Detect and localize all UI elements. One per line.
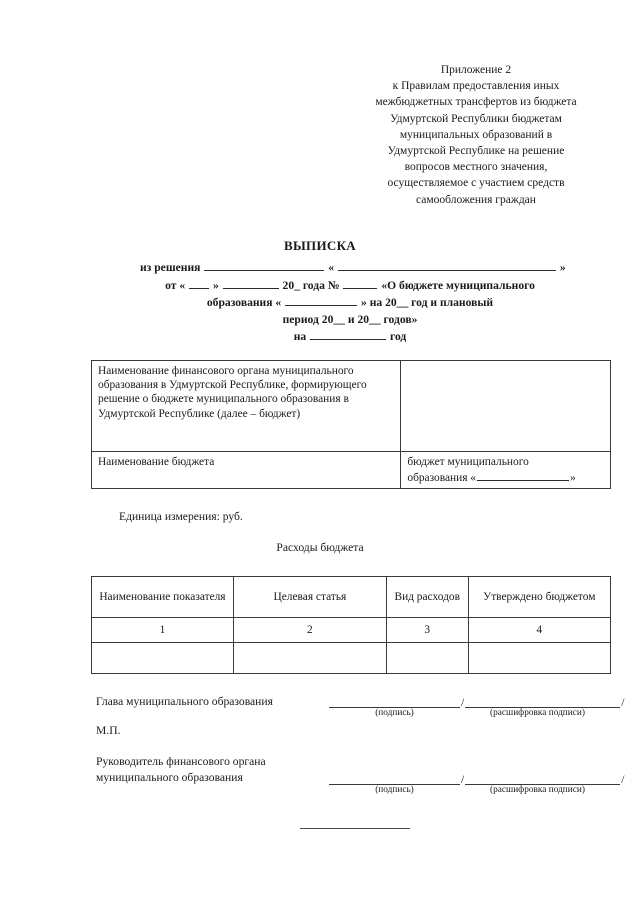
title-line-2-a: от « [165,278,186,292]
signature-finance-slash: / [461,773,465,786]
title-line-1-quote-close: » [559,261,566,274]
appendix-header: Приложение 2 к Правилам предоставления и… [332,62,620,208]
title-line-2-c: 20_ года № [282,278,340,292]
title-line-2-b: » [212,278,219,292]
title-blank-month [222,277,279,289]
expenses-cell-1-4[interactable] [467,642,612,674]
stamp-placeholder: М.П. [96,724,121,737]
signature-finance-trailing-slash: / [621,773,625,786]
expenses-header-indicator-name: Наименование показателя [91,576,234,618]
title-blank-decision-name [337,259,556,271]
appendix-line-9: самообложения граждан [416,193,536,206]
appendix-line-3: межбюджетных трансфертов из бюджета [375,96,577,109]
signature-finance-captions: (подпись) (расшифровка подписи) [329,785,615,795]
table-numbering-row: 1 2 3 4 [91,617,612,643]
title-blank-number [343,277,378,289]
title-line-1-prefix: из решения [140,261,201,274]
expenses-header-expense-type: Вид расходов [385,576,469,618]
appendix-line-1: Приложение 2 [440,64,512,76]
bottom-separator-rule [300,828,410,829]
appendix-line-5: муниципальных образований в [399,128,553,141]
org-row-2-value-prefix: бюджет муниципального [407,456,529,468]
org-row-1-value[interactable] [400,360,611,452]
title-line-2-d: «О бюджете муниципального [381,278,535,292]
unit-of-measure: Единица измерения: руб. [119,510,243,523]
signature-head-decoding-line[interactable] [465,694,621,708]
signature-finance-caption-signature: (подпись) [375,785,414,795]
signature-head-signature-line[interactable] [329,694,460,708]
title-line-1: из решения « » [110,259,590,277]
expenses-column-number-2: 2 [232,617,387,643]
title-line-5-a: на [293,330,307,343]
expenses-column-number-3: 3 [385,617,469,643]
appendix-line-7: вопросов местного значения, [404,161,548,174]
signature-head-caption-signature: (подпись) [375,708,414,718]
org-row-2-value[interactable]: бюджет муниципального образования « » [400,450,611,490]
title-line-4: период 20__ и 20__ годов» [282,312,418,326]
title-blank-day [189,277,210,289]
table-row: Наименование финансового органа муниципа… [90,360,611,452]
title-line-3-b: » на 20__ год и плановый [361,296,494,309]
title-line-5: на год [110,328,590,346]
appendix-line-2: к Правилам предоставления иных [392,80,560,93]
section-caption: Расходы бюджета [276,541,364,554]
signature-finance-rules: / / [329,771,625,785]
signature-head-label: Глава муниципального образования [96,695,273,708]
signature-head-captions: (подпись) (расшифровка подписи) [329,708,615,718]
org-blank-budget-name [477,469,570,482]
signature-head-block: Глава муниципального образования [96,694,273,710]
signature-head-caption-decoding: (расшифровка подписи) [490,708,585,718]
expenses-table: Наименование показателя Целевая статья В… [91,576,612,674]
appendix-line-4: Удмуртской Республики бюджетам [390,112,562,125]
signature-finance-decoding-line[interactable] [465,771,621,785]
title-detail-lines: из решения « » от « » 20_ года № «О бюдж… [110,259,590,346]
org-row-2-label: Наименование бюджета [90,450,402,490]
title-line-1-quote-open: « [328,261,335,274]
signature-head-slash: / [461,696,465,709]
expenses-column-number-1: 1 [91,617,234,643]
expenses-column-number-4: 4 [467,617,612,643]
expenses-header-target-article: Целевая статья [232,576,387,618]
signature-finance-signature-line[interactable] [329,771,460,785]
signature-finance-caption-decoding: (расшифровка подписи) [490,785,585,795]
org-row-2-value-suffix-b: » [570,472,576,485]
expenses-cell-1-1[interactable] [91,642,234,674]
org-row-1-label: Наименование финансового органа муниципа… [90,360,402,452]
signature-head-trailing-slash: / [621,696,625,709]
signature-finance-label-line-2: муниципального образования [96,770,243,784]
signature-finance-block: Руководитель финансового органа муниципа… [96,754,266,785]
page-title: ВЫПИСКА [284,238,356,253]
appendix-line-6: Удмуртской Республике на решение [387,145,565,158]
table-row [91,642,612,674]
signature-head-rules: / / [329,694,625,708]
org-row-2-value-suffix-a: образования « [407,472,477,485]
title-line-5-b: год [389,330,407,343]
title-line-3: образования « » на 20__ год и плановый [110,294,590,312]
expenses-cell-1-3[interactable] [385,642,469,674]
title-blank-decision-number [204,259,325,271]
title-line-2: от « » 20_ года № «О бюджете муниципальн… [110,277,590,295]
title-blank-year [310,328,387,340]
table-header-row: Наименование показателя Целевая статья В… [91,576,612,618]
title-line-3-a: образования « [206,296,282,309]
appendix-line-8: осуществляемое с участием средств [387,177,565,190]
signature-finance-label-line-1: Руководитель финансового органа [96,755,266,768]
expenses-header-approved-by-budget: Утверждено бюджетом [467,576,612,618]
organisation-table: Наименование финансового органа муниципа… [90,360,611,490]
title-blank-municipality [285,294,358,306]
table-row: Наименование бюджета бюджет муниципально… [90,450,611,490]
expenses-cell-1-2[interactable] [232,642,387,674]
